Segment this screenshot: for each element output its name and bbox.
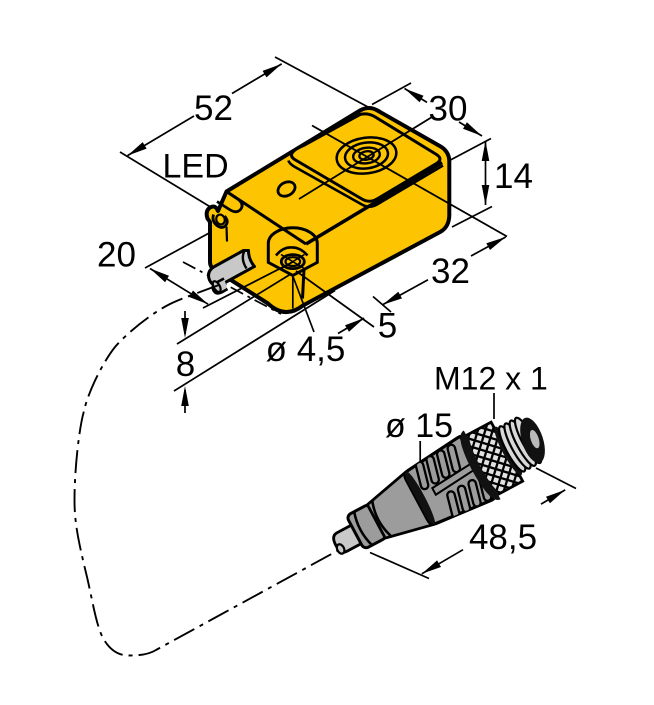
- svg-text:52: 52: [194, 89, 233, 128]
- svg-text:5: 5: [378, 307, 397, 346]
- svg-text:30: 30: [429, 90, 468, 129]
- svg-text:ø 15: ø 15: [385, 407, 453, 445]
- svg-text:20: 20: [97, 236, 136, 275]
- svg-text:M12 x 1: M12 x 1: [434, 361, 548, 397]
- svg-text:32: 32: [431, 252, 470, 291]
- svg-text:48,5: 48,5: [469, 518, 537, 557]
- svg-text:14: 14: [494, 157, 533, 196]
- svg-text:LED: LED: [163, 148, 229, 186]
- svg-text:ø 4,5: ø 4,5: [266, 330, 346, 369]
- svg-text:8: 8: [176, 345, 195, 384]
